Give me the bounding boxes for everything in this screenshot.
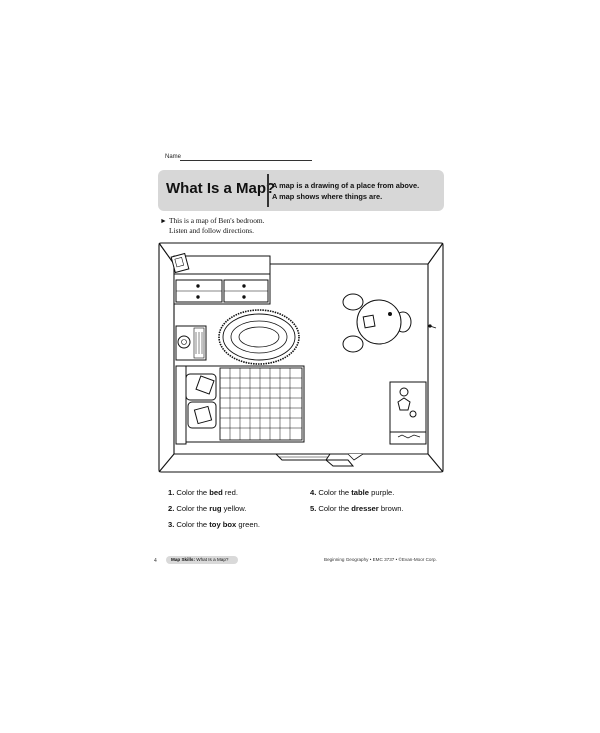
direction-1: 1.Color the bed red. [168,488,238,497]
direction-5-number: 5. [310,504,317,513]
direction-4: 4.Color the table purple. [310,488,394,497]
direction-5-post: brown. [378,504,404,513]
direction-5-pre: Color the [318,504,352,513]
name-line[interactable] [180,160,312,161]
direction-1-post: red. [222,488,238,497]
page-number: 4 [154,558,157,564]
footer-credit: Beginning Geography • EMC 3737 • ©Evan-M… [324,557,437,562]
direction-3-pre: Color the [176,520,210,529]
door-icon [274,453,364,467]
intro-text: ►This is a map of Ben's bedroom. Listen … [160,216,265,236]
footer-section-title: What Is a Map? [195,557,229,562]
direction-5-keyword: dresser [351,504,379,513]
arrow-icon: ► [160,217,167,225]
table-icon [342,293,412,353]
direction-4-number: 4. [310,488,317,497]
dresser-icon [170,252,271,305]
direction-2-number: 2. [168,504,175,513]
direction-2-pre: Color the [176,504,210,513]
direction-4-pre: Color the [318,488,352,497]
bedroom-map [158,242,444,473]
footer-section: Map Skills: What Is a Map? [171,557,228,562]
direction-4-post: purple. [369,488,395,497]
bed-icon [175,365,305,445]
intro-line-1: This is a map of Ben's bedroom. [168,216,265,225]
direction-1-keyword: bed [209,488,223,497]
definition-line-2: A map shows where things are. [272,192,383,201]
rug-icon [218,309,300,365]
direction-3-number: 3. [168,520,175,529]
title-banner [158,170,444,211]
intro-line-2: Listen and follow directions. [169,226,254,235]
direction-3-keyword: toy box [209,520,237,529]
name-label: Name [165,154,182,160]
direction-2-post: yellow. [221,504,247,513]
direction-5: 5.Color the dresser brown. [310,504,404,513]
direction-3-post: green. [236,520,260,529]
footer-section-badge [166,556,238,564]
title-divider [267,174,269,207]
direction-1-pre: Color the [176,488,210,497]
definition-line-1: A map is a drawing of a place from above… [272,181,420,190]
direction-2: 2.Color the rug yellow. [168,504,246,513]
door-handle-icon [428,324,437,329]
direction-2-keyword: rug [209,504,222,513]
nightstand-icon [175,325,207,361]
page-title: What Is a Map? [166,180,276,197]
map-frame [158,242,444,473]
direction-3: 3.Color the toy box green. [168,520,260,529]
map-definition: A map is a drawing of a place from above… [272,180,419,202]
direction-4-keyword: table [351,488,370,497]
footer-section-bold: Map Skills: [171,557,195,562]
toy-box-icon [389,381,427,445]
direction-1-number: 1. [168,488,175,497]
